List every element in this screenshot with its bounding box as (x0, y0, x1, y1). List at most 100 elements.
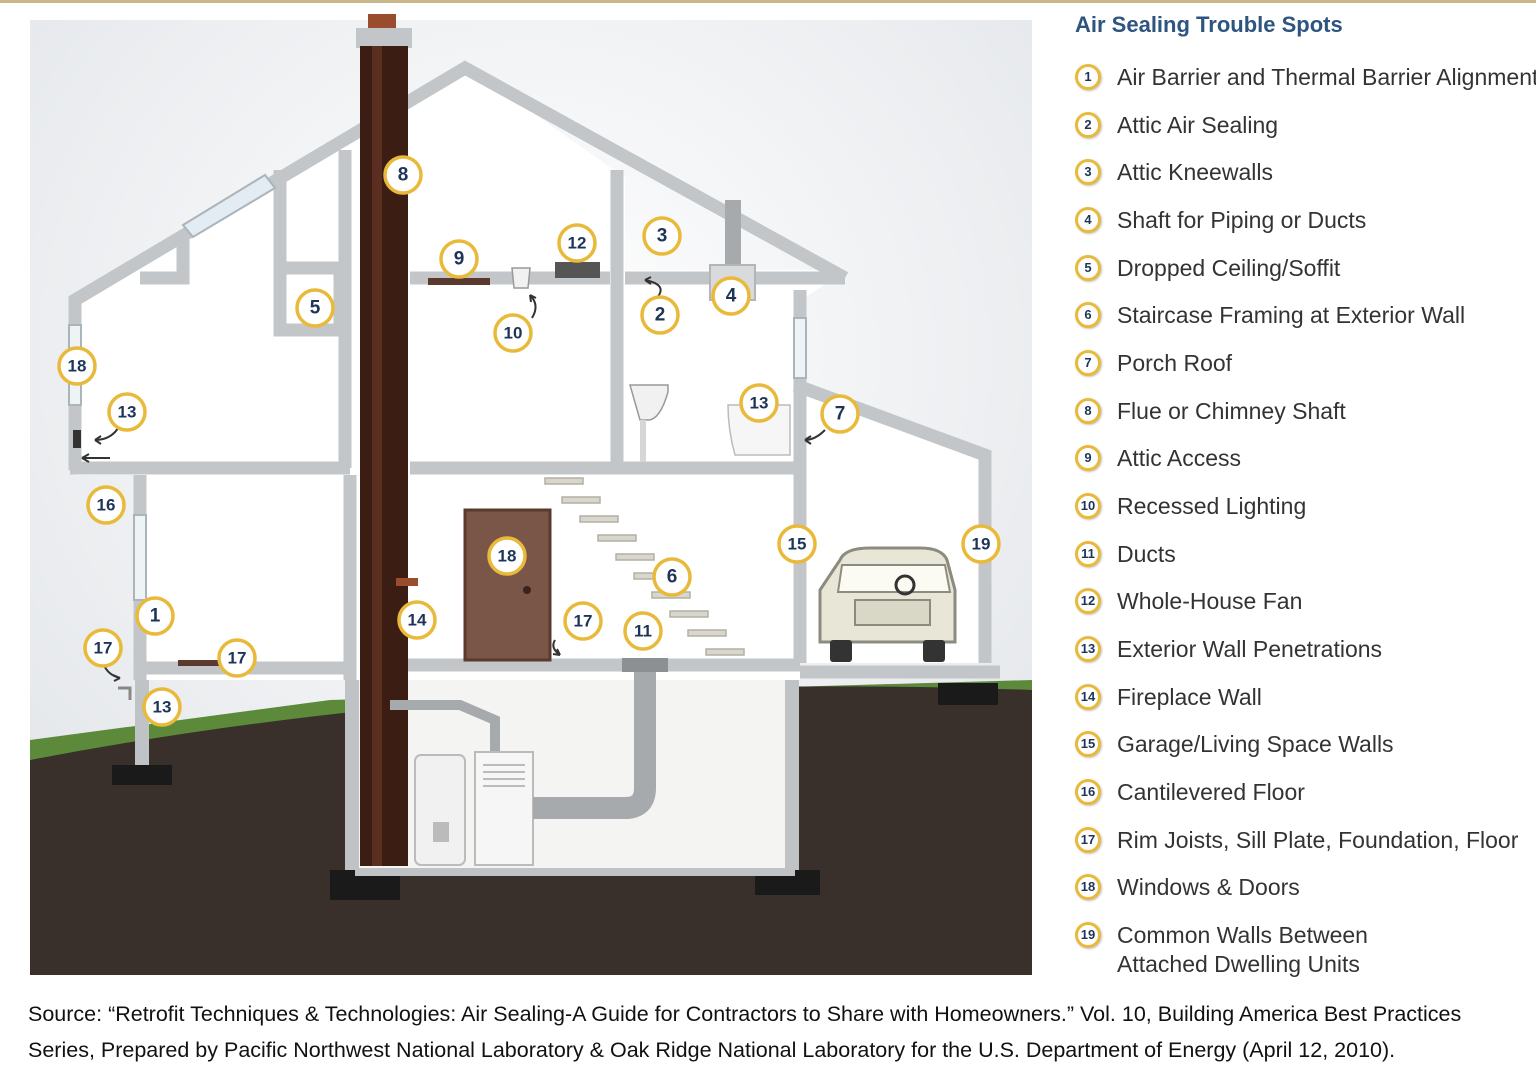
svg-text:17: 17 (94, 639, 113, 658)
svg-text:14: 14 (408, 611, 427, 630)
legend-label: Fireplace Wall (1117, 684, 1262, 710)
svg-text:19: 19 (972, 535, 991, 554)
legend-label: Windows & Doors (1117, 874, 1300, 900)
legend-badge: 8 (1075, 398, 1101, 424)
svg-text:3: 3 (657, 226, 668, 247)
svg-text:6: 6 (667, 567, 678, 588)
svg-text:16: 16 (97, 496, 116, 515)
svg-text:13: 13 (153, 698, 172, 717)
legend-badge: 15 (1075, 731, 1101, 757)
svg-text:7: 7 (835, 404, 846, 425)
svg-text:5: 5 (310, 298, 321, 319)
legend-label-line2: Attached Dwelling Units (1117, 951, 1360, 977)
svg-text:17: 17 (574, 612, 593, 631)
legend-label: Recessed Lighting (1117, 493, 1307, 519)
legend-label: Cantilevered Floor (1117, 779, 1305, 805)
legend-badge: 1 (1075, 64, 1101, 90)
bathtub (727, 404, 791, 456)
legend-badge: 16 (1075, 779, 1101, 805)
callout-4: 4 (711, 276, 751, 316)
source-citation: Source: “Retrofit Techniques & Technolog… (28, 996, 1528, 1068)
legend-item-3: 3 Attic Kneewalls (1075, 157, 1530, 193)
dropped-soffit (273, 261, 347, 337)
house-interior (75, 65, 985, 680)
legend-label: Common Walls Between (1117, 922, 1368, 948)
legend-badge: 2 (1075, 112, 1101, 138)
legend-badge: 19 (1075, 922, 1101, 948)
legend-label: Rim Joists, Sill Plate, Foundation, Floo… (1117, 827, 1519, 853)
callout-11: 11 (623, 611, 663, 651)
water-heater (414, 754, 466, 866)
legend-item-14: 14 Fireplace Wall (1075, 682, 1530, 718)
top-rule (0, 0, 1536, 3)
legend-label: Whole-House Fan (1117, 588, 1303, 614)
legend-badge: 14 (1075, 684, 1101, 710)
legend-badge: 18 (1075, 874, 1101, 900)
legend-title: Air Sealing Trouble Spots (1075, 12, 1343, 37)
legend-badge: 10 (1075, 493, 1101, 519)
callout-13-lower-left: 13 (142, 687, 182, 727)
callout-17-door: 17 (563, 601, 603, 641)
callout-18-door: 18 (487, 536, 527, 576)
callout-15: 15 (777, 524, 817, 564)
furnace (474, 751, 534, 866)
duct (533, 670, 656, 819)
legend-label: Attic Air Sealing (1117, 112, 1279, 138)
callout-12: 12 (557, 223, 597, 263)
legend-badge: 17 (1075, 827, 1101, 853)
legend-badge: 11 (1075, 541, 1101, 567)
callout-10: 10 (493, 313, 533, 353)
skylight (181, 173, 277, 239)
callout-17-left: 17 (83, 628, 123, 668)
recessed-light (511, 267, 531, 289)
legend-badge: 3 (1075, 159, 1101, 185)
source-line-1: Source: “Retrofit Techniques & Technolog… (28, 1002, 1462, 1026)
svg-text:10: 10 (504, 324, 523, 343)
legend-label: Garage/Living Space Walls (1117, 731, 1394, 757)
legend-badge: 5 (1075, 255, 1101, 281)
legend-label: Exterior Wall Penetrations (1117, 636, 1383, 662)
svg-text:9: 9 (454, 249, 465, 270)
callout-5: 5 (295, 288, 335, 328)
legend-item-16: 16 Cantilevered Floor (1075, 777, 1530, 813)
front-door (463, 508, 552, 662)
car (818, 546, 957, 662)
callout-13-bath: 13 (739, 383, 779, 423)
legend-item-15: 15 Garage/Living Space Walls (1075, 729, 1530, 765)
callout-9: 9 (439, 239, 479, 279)
window-left-lower (133, 514, 147, 601)
legend-label: Dropped Ceiling/Soffit (1117, 255, 1341, 281)
svg-text:4: 4 (726, 286, 737, 307)
callout-13-upper-left: 13 (107, 392, 147, 432)
legend-badge: 6 (1075, 302, 1101, 328)
sink (629, 384, 669, 421)
callout-1: 1 (135, 596, 175, 636)
legend-label: Attic Access (1117, 445, 1241, 471)
svg-text:11: 11 (634, 622, 652, 641)
legend-item-5: 5 Dropped Ceiling/Soffit (1075, 253, 1530, 289)
svg-text:15: 15 (788, 535, 807, 554)
callout-14: 14 (397, 600, 437, 640)
svg-text:18: 18 (68, 357, 87, 376)
callout-6: 6 (652, 557, 692, 597)
legend-item-17: 17 Rim Joists, Sill Plate, Foundation, Fl… (1075, 825, 1530, 861)
legend-badge: 13 (1075, 636, 1101, 662)
callout-2: 2 (640, 295, 680, 335)
legend-label: Attic Kneewalls (1117, 159, 1273, 185)
svg-text:13: 13 (750, 394, 769, 413)
source-line-2: Series, Prepared by Pacific Northwest Na… (28, 1038, 1396, 1062)
callout-17-floor: 17 (217, 638, 257, 678)
legend-item-13: 13 Exterior Wall Penetrations (1075, 634, 1530, 670)
legend-label: Shaft for Piping or Ducts (1117, 207, 1367, 233)
svg-text:2: 2 (655, 305, 666, 326)
legend-label: Porch Roof (1117, 350, 1233, 376)
callout-19: 19 (961, 524, 1001, 564)
legend-badge: 4 (1075, 207, 1101, 233)
